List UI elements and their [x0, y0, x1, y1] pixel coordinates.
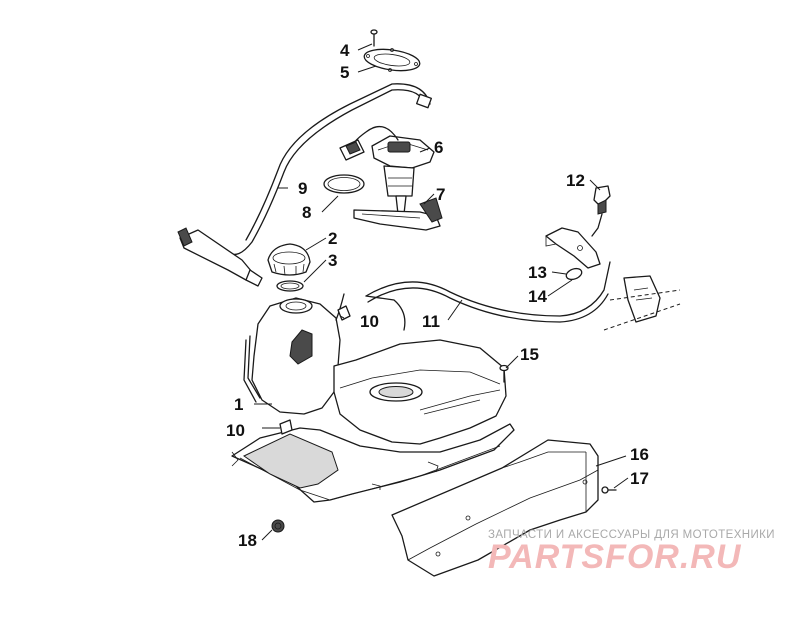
- drain-plug: [271, 519, 285, 533]
- callout-6: 6: [434, 138, 443, 157]
- callouts: 1 2 3 4 5 6 7 8 9 10 10 11 12 13 14 15 1…: [226, 41, 649, 550]
- fuel-lines: [177, 83, 611, 403]
- mounting-plate: [363, 48, 421, 72]
- skid-bolt: [601, 486, 617, 494]
- callout-17: 17: [630, 469, 649, 488]
- callout-7: 7: [436, 185, 445, 204]
- leader-lines: [254, 43, 629, 541]
- callout-14: 14: [528, 287, 547, 306]
- callout-8: 8: [302, 203, 311, 222]
- clip-lower: [279, 419, 293, 435]
- level-sender: [353, 197, 443, 231]
- callout-12: 12: [566, 171, 585, 190]
- callout-4: 4: [340, 41, 350, 60]
- callout-18: 18: [238, 531, 257, 550]
- callout-10-upper: 10: [360, 312, 379, 331]
- watermark-brand: PARTSFOR.RU: [488, 538, 742, 576]
- callout-2: 2: [328, 229, 337, 248]
- pump-o-ring: [323, 174, 365, 194]
- tank-bolt: [499, 364, 509, 383]
- hose-clamp: [565, 267, 583, 281]
- frame-section: [603, 275, 681, 331]
- line-bracket: [545, 227, 601, 269]
- callout-13: 13: [528, 263, 547, 282]
- callout-11: 11: [422, 312, 440, 331]
- watermark-subtitle: ЗАПЧАСТИ И АКСЕССУАРЫ ДЛЯ МОТОТЕХНИКИ: [488, 529, 775, 541]
- callout-9: 9: [298, 179, 307, 198]
- callout-1: 1: [234, 395, 243, 414]
- callout-10-lower: 10: [226, 421, 245, 440]
- callout-3: 3: [328, 251, 337, 270]
- cap-gasket: [276, 280, 304, 292]
- fuel-cap: [267, 243, 311, 276]
- fuel-tank: [231, 297, 515, 503]
- watermark: ЗАПЧАСТИ И АКСЕССУАРЫ ДЛЯ МОТОТЕХНИКИ PA…: [488, 529, 775, 576]
- callout-16: 16: [630, 445, 649, 464]
- callout-15: 15: [520, 345, 539, 364]
- fuel-pump: [339, 125, 435, 215]
- skid-plate: [391, 439, 599, 577]
- pump-bolt: [370, 29, 378, 47]
- check-valve: [591, 185, 611, 237]
- callout-5: 5: [340, 63, 349, 82]
